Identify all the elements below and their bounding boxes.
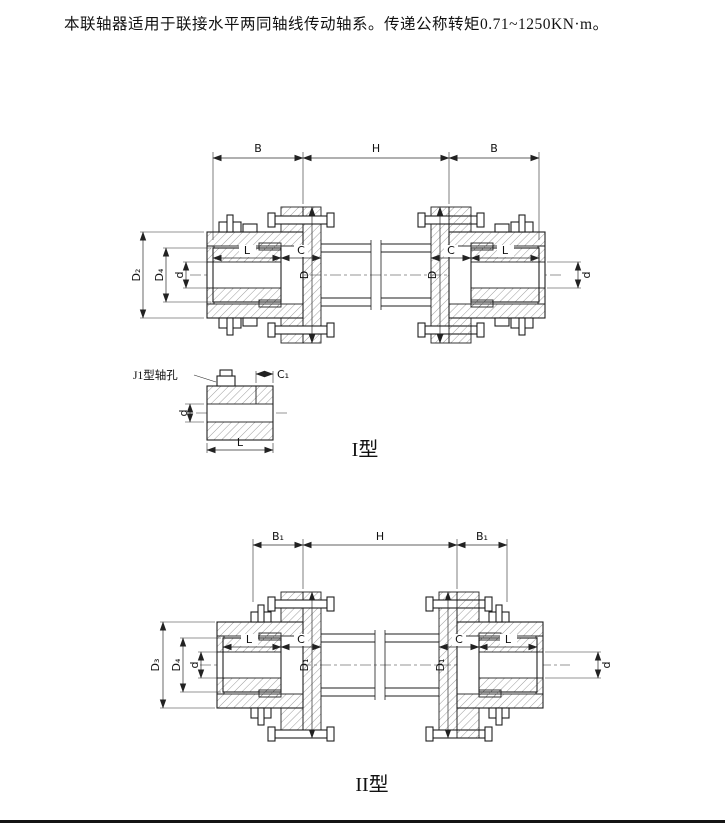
type2-right-coupling	[456, 591, 544, 739]
dim-label-d-left-2: d	[188, 662, 201, 669]
dim-label-L-right-2: L	[505, 633, 512, 646]
dim-label-D4: D₄	[153, 268, 166, 281]
dim-label-B-left: B	[254, 142, 262, 155]
type1-caption: I型	[352, 438, 379, 461]
dim-label-D3: D₃	[149, 659, 162, 672]
dim-label-L-right: L	[502, 244, 509, 257]
type2-caption: II型	[355, 773, 388, 796]
dim-label-C-right: C	[447, 244, 455, 257]
dim-label-detail-d: d	[177, 410, 190, 417]
j1-bore-detail: C₁ d L J1型轴孔	[133, 368, 289, 454]
type2-drawing: B₁ H B₁ D₃ D₄ d D₁ D₁ d	[149, 530, 613, 796]
break-lines	[374, 630, 386, 700]
dim-label-d-right-2: d	[600, 662, 613, 669]
type2-dimensions: B₁ H B₁ D₃ D₄ d D₁ D₁ d	[149, 530, 613, 739]
dim-label-D4-2: D₄	[170, 658, 183, 671]
dim-label-B1-right: B₁	[476, 530, 488, 543]
dim-label-D1-left: D₁	[298, 659, 311, 672]
dim-label-L-left: L	[244, 244, 251, 257]
j1-bore-label: J1型轴孔	[133, 368, 178, 382]
break-lines	[370, 240, 382, 310]
dim-label-H: H	[372, 142, 380, 155]
dim-label-detail-L: L	[237, 436, 244, 449]
type2-left-coupling	[216, 591, 304, 739]
dim-label-d-right: d	[580, 272, 593, 279]
dim-label-L-left-2: L	[246, 633, 253, 646]
dim-label-H2: H	[376, 530, 384, 543]
description-text: 本联轴器适用于联接水平两同轴线传动轴系。传递公称转矩0.71~1250KN·m。	[64, 16, 609, 33]
type1-dimensions: B H B D₂ D₄ d d D D	[130, 142, 593, 344]
dim-label-d-left: d	[173, 272, 186, 279]
dim-label-B-right: B	[490, 142, 498, 155]
dim-label-C-left-2: C	[297, 633, 305, 646]
page-bottom-rule	[0, 820, 725, 823]
type1-right-coupling	[448, 206, 546, 344]
dim-label-C-left: C	[297, 244, 305, 257]
type1-left-coupling	[206, 206, 304, 344]
dim-label-B1-left: B₁	[272, 530, 284, 543]
type1-drawing: B H B D₂ D₄ d d D D	[130, 142, 593, 461]
dim-label-D-mid-right: D	[426, 271, 439, 279]
dim-label-D1-right: D₁	[434, 659, 447, 672]
dim-label-C-right-2: C	[455, 633, 463, 646]
dim-label-C1: C₁	[277, 368, 289, 381]
dim-label-D2: D₂	[130, 269, 143, 282]
dim-label-D-mid-left: D	[298, 271, 311, 279]
